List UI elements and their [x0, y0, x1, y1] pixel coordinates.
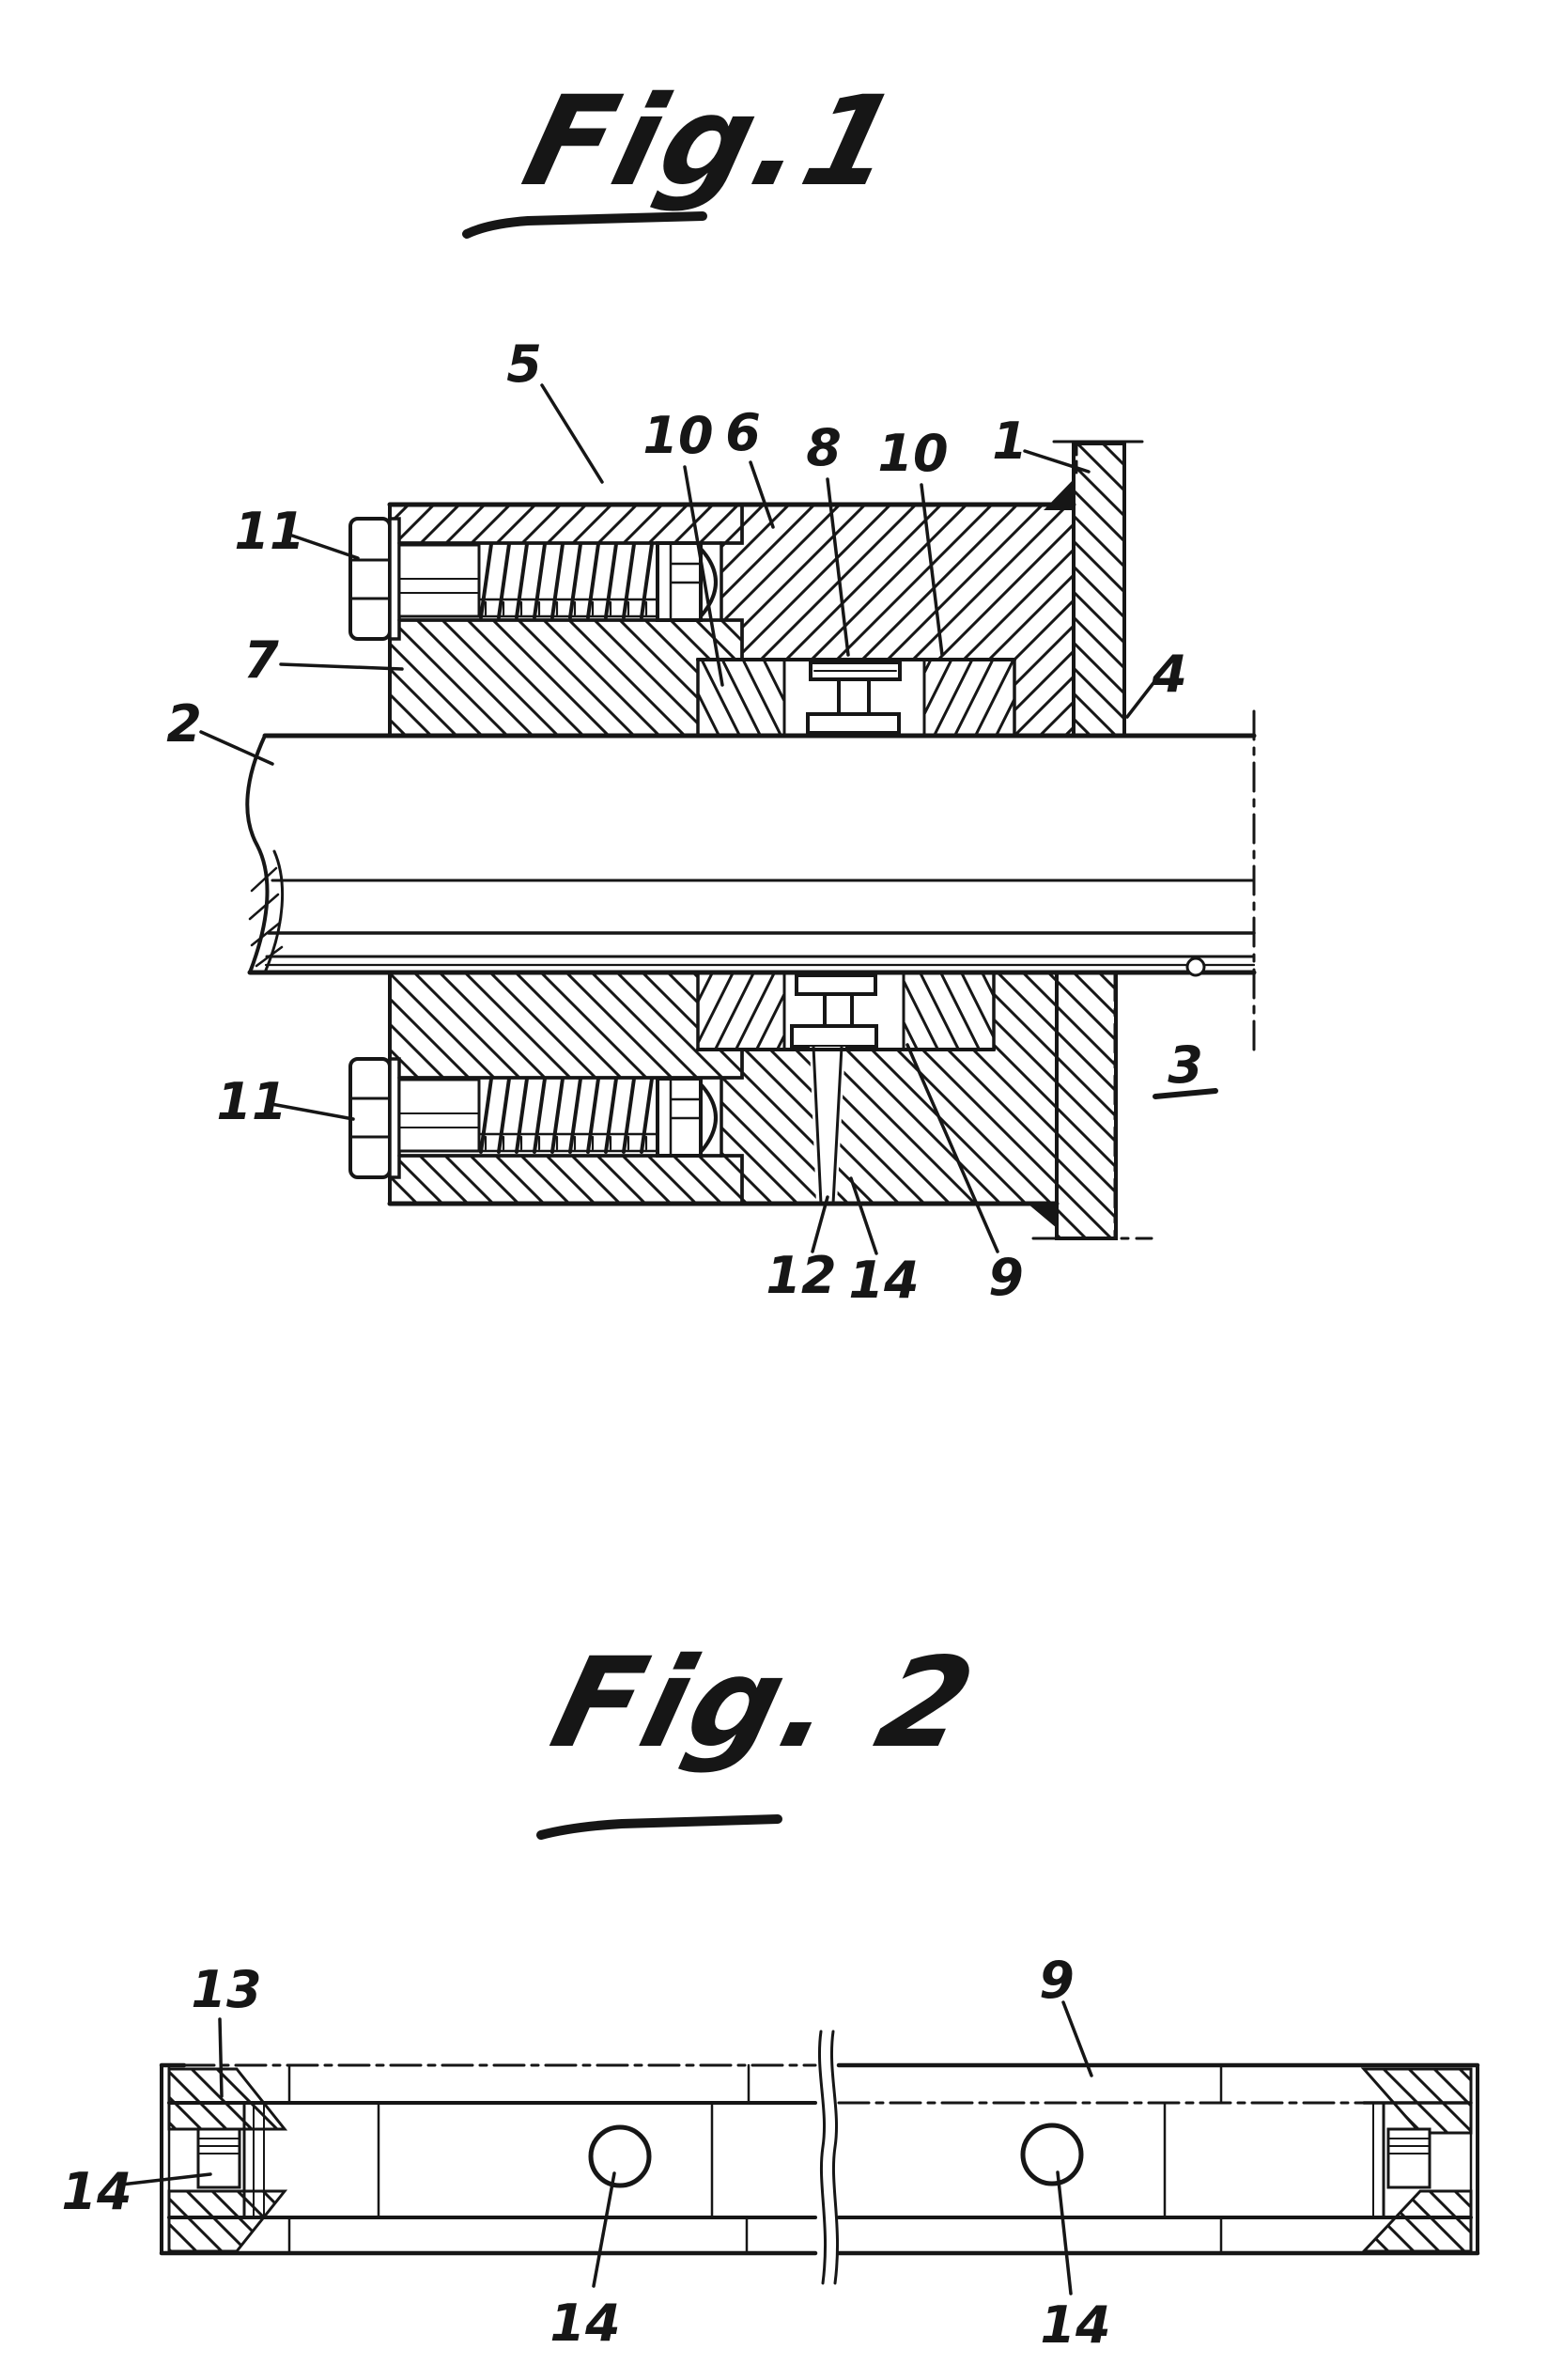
hole-right: [1020, 2123, 1084, 2186]
housing-wall-top: [1044, 440, 1144, 738]
left-end-gusset-bottom: [167, 2189, 288, 2253]
hole-left: [588, 2124, 652, 2188]
washer-stack-right: [1386, 2127, 1431, 2189]
packing-ring-right: [922, 658, 1016, 738]
ref-label-14: 14: [848, 1251, 919, 1310]
ref-label-9-fig2: 9: [1039, 1951, 1075, 2010]
gland-cap-top-strip: [388, 503, 744, 545]
packing-ring-bottom-right: [902, 971, 996, 1051]
left-end-gusset-top: [167, 2067, 288, 2131]
fig2-leader-lines: [119, 2000, 1093, 2295]
seal-spool-8: [806, 661, 902, 735]
housing-wall-bottom: [1028, 971, 1153, 1240]
gland-cap-bottom-strip: [388, 1154, 744, 1206]
break-line: [829, 2030, 840, 2285]
fig2-title: Fig. 2: [536, 1631, 990, 1840]
ref-label-14c: 14: [1040, 2295, 1110, 2355]
bolt-bottom: [348, 1057, 723, 1179]
weld-mark-bottom: [1028, 1204, 1057, 1228]
fig2-title-text: Fig. 2: [539, 1631, 990, 1776]
gland-assembly-bottom: [387, 971, 1060, 1206]
split-ring-strip: [159, 2030, 1480, 2285]
right-end-gusset-top: [1360, 2067, 1473, 2135]
ref-label-11a: 11: [234, 502, 304, 561]
ref-label-11b: 11: [216, 1072, 286, 1131]
shaft-break-line: [245, 734, 270, 974]
washer-stack-left: [196, 2127, 241, 2189]
ref-label-14b: 14: [549, 2294, 620, 2353]
ref-label-10a: 10: [642, 406, 713, 465]
ref-label-9: 9: [988, 1248, 1024, 1307]
ref-label-10b: 10: [877, 424, 948, 483]
fig1-leader-lines: [199, 383, 1218, 1255]
packing-ring-bottom-left: [696, 971, 786, 1051]
gland-flange-bottom: [388, 971, 744, 1080]
ref-label-6: 6: [725, 403, 761, 462]
ref-label-3: 3: [1168, 1035, 1203, 1095]
ref-label-1: 1: [992, 412, 1028, 471]
figure-2: Fig. 2: [61, 1631, 1480, 2355]
ref-label-4: 4: [1151, 645, 1187, 704]
ref-label-5: 5: [506, 334, 542, 394]
gland-assembly-top: [387, 502, 1076, 738]
packing-ring-left: [696, 658, 786, 738]
hex-head-top: [348, 517, 392, 641]
fig1-labels: 5 10 6 8 10 1 11 7 2 4 11 12 14 9 3: [166, 334, 1203, 1310]
fig2-labels: 13 14 14 14 9: [61, 1951, 1110, 2355]
fig1-title-text: Fig.1: [511, 70, 915, 214]
break-line: [817, 2030, 828, 2285]
ref-label-7: 7: [243, 630, 279, 690]
ref-label-2: 2: [166, 694, 202, 754]
fig1-title: Fig.1: [462, 70, 915, 239]
centerline-point: [1185, 957, 1206, 977]
gland-flange-7: [388, 618, 744, 738]
right-end-gusset-bottom: [1360, 2189, 1473, 2253]
ref-label-13: 13: [191, 1960, 261, 2019]
ref-label-12: 12: [766, 1246, 836, 1305]
ref-label-14a: 14: [61, 2162, 132, 2221]
pin-12: [810, 1045, 845, 1206]
bolt-top: [348, 517, 723, 641]
seal-spool-bottom: [790, 973, 878, 1049]
hex-head-bottom: [348, 1057, 392, 1179]
figure-1: Fig.1: [166, 70, 1257, 1310]
ref-label-8: 8: [806, 418, 842, 477]
